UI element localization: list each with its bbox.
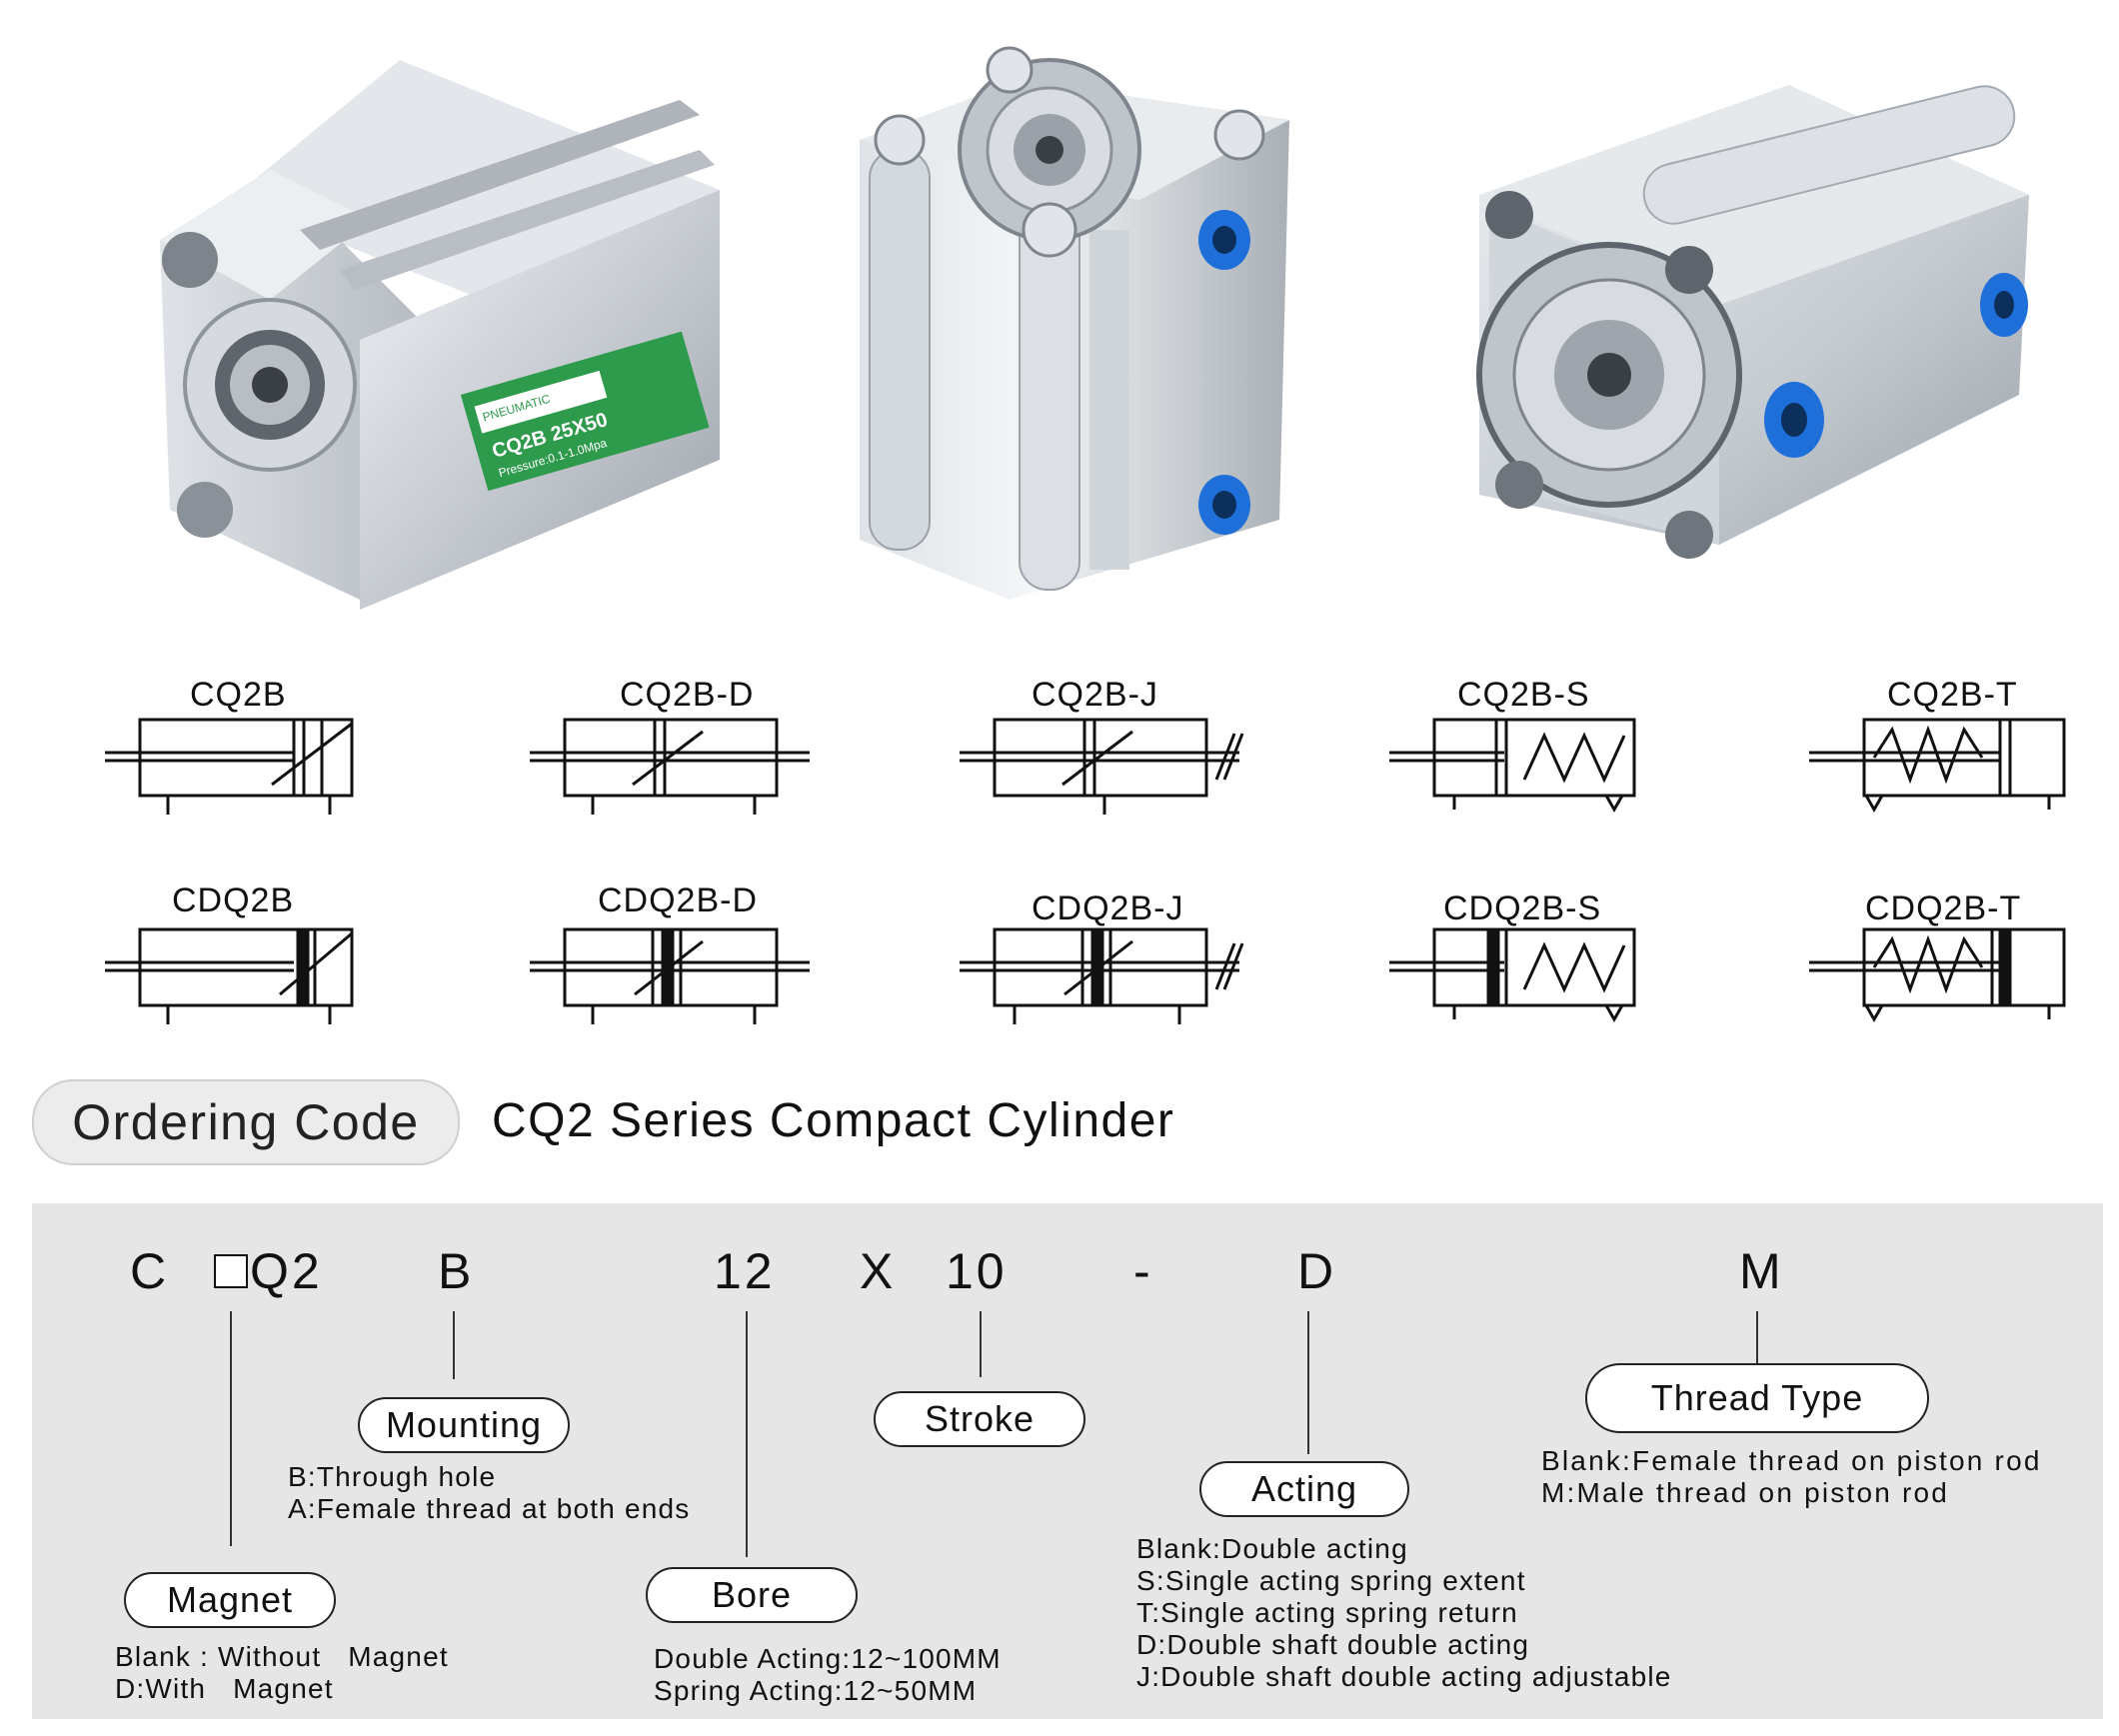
thread-type-desc: Blank:Female thread on piston rod M:Male… <box>1541 1445 2042 1509</box>
code-char-m: M <box>1739 1243 1784 1299</box>
acting-option-s: S:Single acting spring extent <box>1136 1565 1526 1596</box>
cylinder-photo-angle <box>1476 85 2029 559</box>
symbol-label-cq2b-d: CQ2B-D <box>620 676 755 714</box>
acting-option-j: J:Double shaft double acting adjustable <box>1136 1661 1672 1692</box>
connector-thread <box>1756 1311 1758 1363</box>
symbol-cq2b-d <box>530 718 810 815</box>
symbol-label-cdq2b-j: CDQ2B-J <box>1032 889 1184 927</box>
symbol-cdq2b-d <box>530 927 810 1024</box>
magnet-option-d: D:With Magnet <box>115 1673 334 1704</box>
connector-bore <box>746 1311 748 1557</box>
symbol-label-cq2b-t: CQ2B-T <box>1887 676 2018 714</box>
symbol-label-cq2b-s: CQ2B-S <box>1457 676 1590 714</box>
symbol-label-cdq2b-s: CDQ2B-S <box>1443 889 1602 927</box>
magnet-option-blank: Blank : Without Magnet <box>115 1641 449 1672</box>
connector-stroke <box>980 1311 982 1377</box>
series-title: CQ2 Series Compact Cylinder <box>492 1094 1175 1147</box>
thread-type-tag: Thread Type <box>1585 1363 1929 1433</box>
symbol-cq2b-t <box>1809 718 2066 814</box>
symbol-cdq2b <box>105 927 354 1024</box>
symbol-cdq2b-t <box>1809 927 2066 1023</box>
code-char-b: B <box>438 1243 475 1299</box>
code-char-x: X <box>860 1243 897 1299</box>
symbol-cq2b <box>105 718 354 815</box>
ordering-code-panel <box>32 1203 2103 1719</box>
magnet-tag: Magnet <box>124 1572 336 1628</box>
symbol-label-cdq2b-t: CDQ2B-T <box>1865 889 2022 927</box>
thread-option-blank: Blank:Female thread on piston rod <box>1541 1445 2042 1476</box>
cylinder-photo-side: PNEUMATIC CQ2B 25X50 Pressure:0.1-1.0Mpa <box>160 60 720 610</box>
code-char-c: C <box>130 1243 170 1299</box>
magnet-desc: Blank : Without Magnet D:With Magnet <box>115 1641 449 1705</box>
mounting-tag: Mounting <box>358 1397 570 1453</box>
bore-option-double: Double Acting:12~100MM <box>654 1643 1002 1674</box>
acting-option-t: T:Single acting spring return <box>1136 1597 1518 1628</box>
ordering-code-pill: Ordering Code <box>32 1079 460 1165</box>
code-char-magnet-q2: Q2 <box>214 1242 323 1300</box>
connector-magnet <box>230 1311 232 1546</box>
code-char-d: D <box>1297 1243 1337 1299</box>
connector-acting <box>1307 1311 1309 1454</box>
acting-option-d: D:Double shaft double acting <box>1136 1629 1530 1660</box>
magnet-box-icon <box>214 1254 248 1288</box>
symbol-label-cdq2b: CDQ2B <box>172 881 295 919</box>
thread-option-m: M:Male thread on piston rod <box>1541 1477 1950 1508</box>
connector-mounting <box>453 1311 455 1379</box>
bore-tag: Bore <box>646 1567 858 1623</box>
acting-desc: Blank:Double acting S:Single acting spri… <box>1136 1533 1672 1693</box>
symbol-cq2b-j <box>960 718 1244 815</box>
acting-option-blank: Blank:Double acting <box>1136 1533 1408 1564</box>
mounting-desc: B:Through hole A:Female thread at both e… <box>288 1461 691 1525</box>
symbol-label-cq2b: CQ2B <box>190 676 287 714</box>
code-char-bore: 12 <box>714 1243 776 1299</box>
code-char-stroke: 10 <box>946 1243 1008 1299</box>
mounting-option-b: B:Through hole <box>288 1461 497 1492</box>
symbol-cdq2b-j <box>960 927 1244 1024</box>
cylinder-photo-front <box>860 46 1289 600</box>
symbol-label-cdq2b-d: CDQ2B-D <box>598 881 759 919</box>
symbol-cq2b-s <box>1389 718 1636 814</box>
stroke-tag: Stroke <box>874 1391 1085 1447</box>
acting-tag: Acting <box>1199 1461 1409 1517</box>
symbol-cdq2b-s <box>1389 927 1636 1023</box>
bore-desc: Double Acting:12~100MM Spring Acting:12~… <box>654 1643 1002 1707</box>
symbol-label-cq2b-j: CQ2B-J <box>1032 676 1158 714</box>
code-char-dash: - <box>1133 1243 1153 1299</box>
code-char-q2: Q2 <box>250 1243 323 1299</box>
bore-option-spring: Spring Acting:12~50MM <box>654 1675 978 1706</box>
mounting-option-a: A:Female thread at both ends <box>288 1493 691 1524</box>
